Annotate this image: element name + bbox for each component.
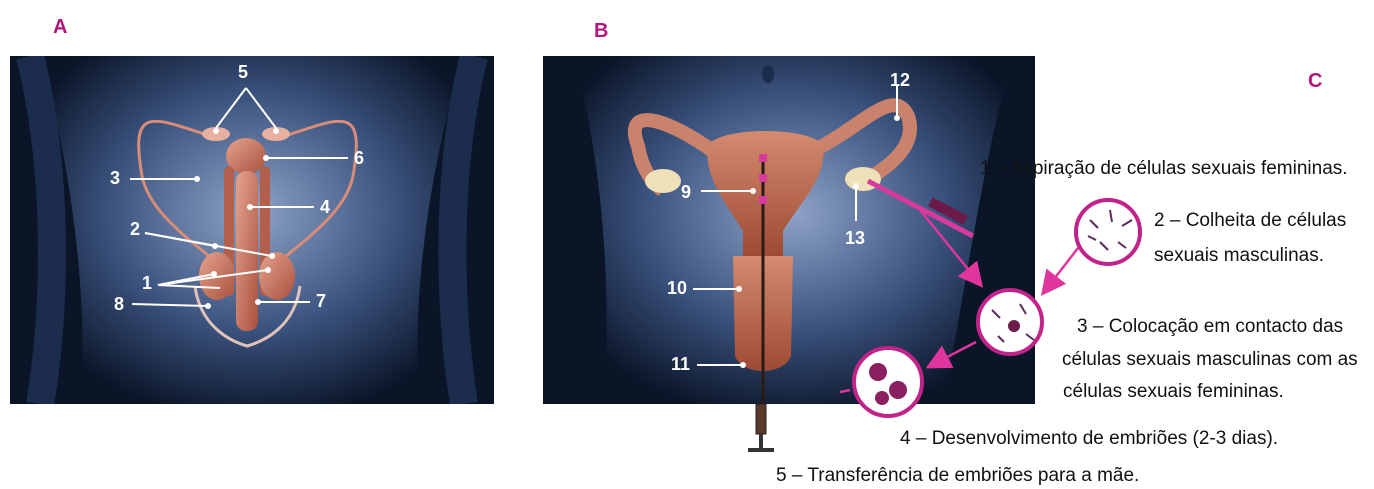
syringe-icon — [746, 404, 776, 460]
panel-letter-c: C — [1308, 70, 1322, 93]
label-5: 5 — [238, 62, 248, 83]
male-anatomy-panel: 5 6 3 4 2 1 7 8 — [10, 56, 494, 404]
step-3-text-line2: células sexuais masculinas com as — [1062, 347, 1358, 373]
label-7: 7 — [316, 291, 326, 312]
label-4: 4 — [320, 197, 330, 218]
label-11: 11 — [671, 354, 690, 375]
step-3-text-line3: células sexuais femininas. — [1063, 379, 1284, 405]
panel-letter-a: A — [53, 16, 67, 39]
label-12: 12 — [890, 70, 910, 91]
panel-letter-b: B — [594, 20, 608, 43]
label-6: 6 — [354, 148, 364, 169]
label-2: 2 — [130, 219, 140, 240]
label-1: 1 — [142, 273, 152, 294]
label-3: 3 — [110, 168, 120, 189]
step-5-text: 5 – Transferência de embriões para a mãe… — [776, 463, 1139, 489]
step-3-text-line1: 3 – Colocação em contacto das — [1077, 314, 1343, 340]
step-2-text-line2: sexuais masculinas. — [1154, 243, 1324, 269]
label-10: 10 — [667, 278, 687, 299]
label-9: 9 — [681, 182, 691, 203]
male-anatomy-illustration — [10, 56, 494, 404]
label-8: 8 — [114, 294, 124, 315]
step-4-text: 4 – Desenvolvimento de embriões (2-3 dia… — [900, 426, 1278, 452]
step-1-text: 1 – Aspiração de células sexuais feminin… — [980, 156, 1348, 182]
step-2-text-line1: 2 – Colheita de células — [1154, 208, 1346, 234]
